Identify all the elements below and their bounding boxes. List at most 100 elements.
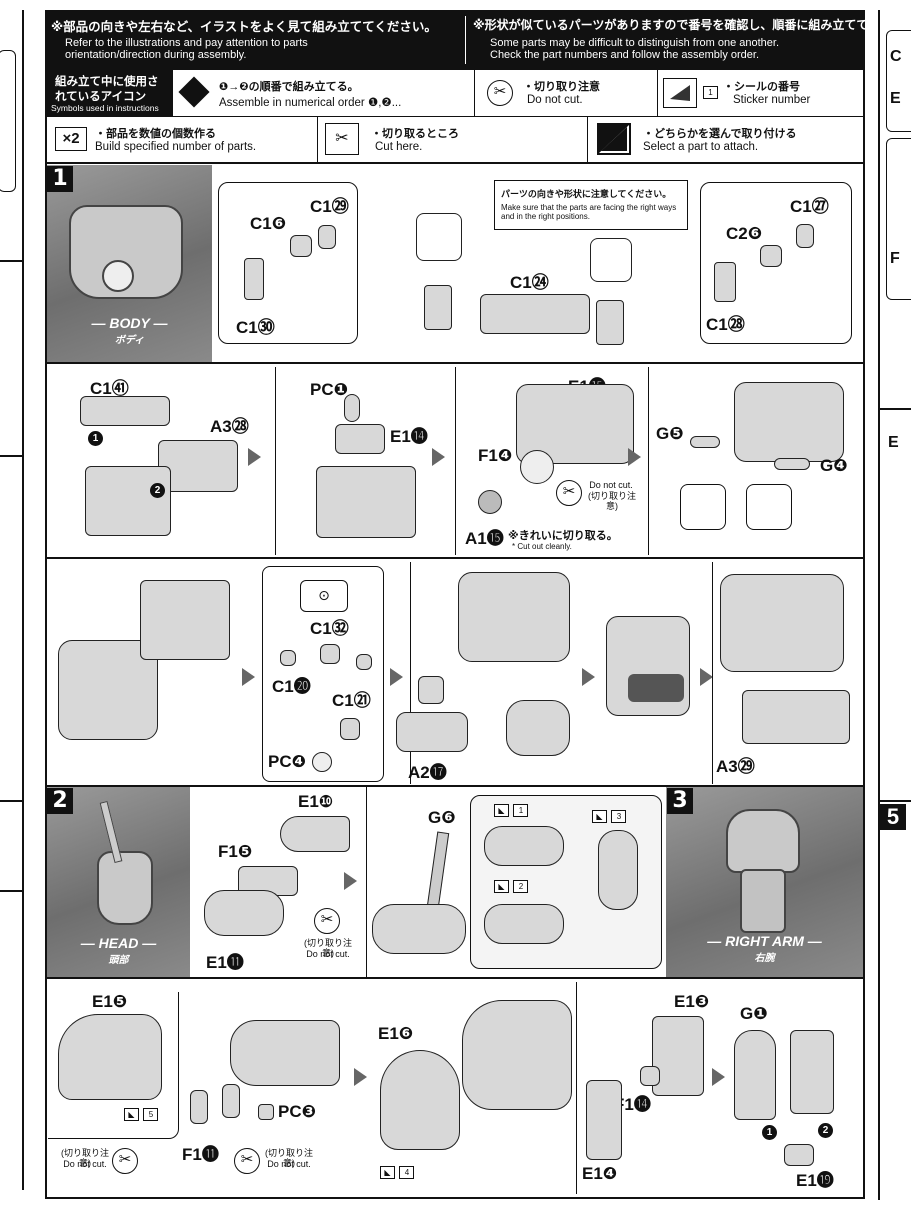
part-shape	[140, 580, 230, 660]
flow-arrow	[700, 668, 713, 686]
x2-icon: ×2	[55, 127, 87, 151]
order-en: Assemble in numerical order ❶,❷...	[219, 97, 402, 109]
part-shape	[784, 1144, 814, 1166]
part-label: F1⓮	[614, 1095, 651, 1114]
order-1-marker: 1	[762, 1124, 777, 1142]
sticker-icon	[663, 78, 697, 108]
detail-inset: ⊙	[300, 580, 348, 612]
part-label: G❺	[656, 424, 684, 443]
part-label: E1⓮	[390, 427, 428, 446]
part-label: C1㉔	[510, 273, 549, 292]
header-bar: ※部品の向きや左右など、イラストをよく見て組み立ててください。 Refer to…	[45, 10, 911, 70]
part-label: G❻	[428, 808, 456, 827]
flow-arrow	[582, 668, 595, 686]
part-label: E1⓳	[796, 1171, 834, 1190]
header-note-left-jp: ※部品の向きや左右など、イラストをよく見て組み立ててください。	[51, 20, 437, 34]
do-not-cut-icon: ✂	[234, 1148, 260, 1174]
flow-arrow	[390, 668, 403, 686]
fragment-letter: E	[890, 90, 901, 107]
step-1-number: 1	[47, 166, 73, 192]
part-shape	[335, 424, 385, 454]
step-5-number: 5	[880, 804, 906, 830]
part-label: E1⓫	[206, 953, 244, 972]
part-shape	[204, 890, 284, 936]
row-divider	[45, 785, 865, 787]
fragment-letter: C	[890, 48, 902, 65]
part-label: E1❻	[378, 1024, 414, 1043]
part-label: C1❻	[250, 214, 287, 233]
part-label: A1⓯	[465, 529, 504, 548]
part-label: C1㉜	[310, 619, 349, 638]
part-label: E1❿	[298, 792, 334, 811]
part-shape	[320, 644, 340, 664]
sticker-marker: ◣ 4	[380, 1162, 415, 1180]
legend-title: 組み立て中に使用されているアイコン Symbols used in instru…	[47, 70, 173, 116]
part-label: A2⓱	[408, 763, 447, 782]
part-label: C1㉘	[706, 315, 745, 334]
part-shape	[340, 718, 360, 740]
do-not-cut-icon: ✂	[314, 908, 340, 934]
orientation-notice: パーツの向きや形状に注意してください。 Make sure that the p…	[494, 180, 688, 230]
part-shape	[258, 1104, 274, 1120]
part-shape	[58, 1014, 162, 1100]
step-2-number: 2	[47, 788, 73, 814]
detail-inset	[680, 484, 726, 530]
part-shape	[652, 1016, 704, 1096]
head-photo: — HEAD — 頭部	[47, 787, 190, 977]
part-shape	[596, 300, 624, 345]
part-label: PC❹	[268, 752, 307, 771]
part-shape	[478, 490, 502, 514]
part-shape	[280, 816, 350, 852]
flow-arrow	[354, 1068, 367, 1086]
flow-arrow	[344, 872, 357, 890]
sticker-marker: ◣ 5	[124, 1104, 159, 1122]
header-note-right-en: Some parts may be difficult to distingui…	[490, 37, 780, 61]
part-shape	[290, 235, 312, 257]
part-shape	[714, 262, 736, 302]
flow-arrow	[248, 448, 261, 466]
part-shape	[506, 700, 570, 756]
fragment-letter: E	[888, 434, 899, 451]
flow-arrow	[712, 1068, 725, 1086]
part-label: C1㉗	[790, 197, 829, 216]
part-shape	[520, 450, 554, 484]
part-shape	[372, 904, 466, 954]
part-label: C1㉙	[310, 197, 349, 216]
order-jp: ❶→❷の順番で組み立てる。	[219, 81, 359, 93]
part-shape	[690, 436, 720, 448]
row-divider	[45, 557, 865, 559]
sticker-marker: ◣ 3	[592, 806, 627, 824]
step-3-number: 3	[667, 788, 693, 814]
part-label: G❹	[820, 456, 848, 475]
part-shape	[190, 1090, 208, 1124]
part-label: C1⓴	[272, 677, 311, 696]
part-shape	[720, 574, 844, 672]
part-label: E1❹	[582, 1164, 618, 1183]
do-not-cut-icon: ✂	[487, 80, 513, 106]
part-label: C1㉚	[236, 318, 275, 337]
part-label: E1❺	[92, 992, 128, 1011]
part-label: PC❸	[278, 1102, 317, 1121]
part-shape	[416, 213, 462, 261]
step1-detail-box	[218, 182, 358, 344]
do-not-cut-icon: ✂	[112, 1148, 138, 1174]
part-label: A3㉘	[210, 417, 249, 436]
part-shape	[380, 1050, 460, 1150]
part-shape	[586, 1080, 622, 1160]
part-shape	[796, 224, 814, 248]
part-label: C1㊶	[90, 379, 129, 398]
head-caption: — HEAD — 頭部	[80, 935, 157, 966]
sticker-marker: ◣ 2	[494, 876, 529, 894]
row-divider	[45, 362, 865, 364]
body-photo: — BODY — ボディ	[47, 165, 212, 362]
part-label: F1⓫	[182, 1145, 219, 1164]
part-shape	[734, 382, 844, 462]
part-shape	[462, 1000, 572, 1110]
part-shape	[760, 245, 782, 267]
part-shape	[316, 466, 416, 538]
right-arm-caption: — RIGHT ARM — 右腕	[707, 933, 822, 964]
part-label: PC❶	[310, 380, 349, 399]
part-shape	[484, 904, 564, 944]
flow-arrow	[242, 668, 255, 686]
part-label: E1❸	[674, 992, 710, 1011]
